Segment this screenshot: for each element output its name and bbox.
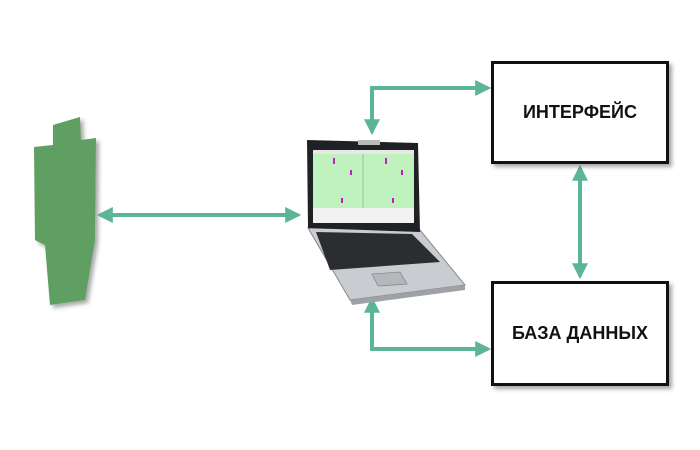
laptop-icon — [307, 140, 466, 305]
arrow-laptop-interface — [364, 80, 492, 136]
database-label: БАЗА ДАННЫХ — [512, 323, 648, 343]
interface-label: ИНТЕРФЕЙС — [522, 102, 637, 122]
interface-box: ИНТЕРФЕЙС — [491, 61, 669, 164]
database-box: БАЗА ДАННЫХ — [491, 281, 669, 386]
device-silhouette — [34, 117, 96, 305]
arrow-laptop-database — [364, 296, 492, 357]
